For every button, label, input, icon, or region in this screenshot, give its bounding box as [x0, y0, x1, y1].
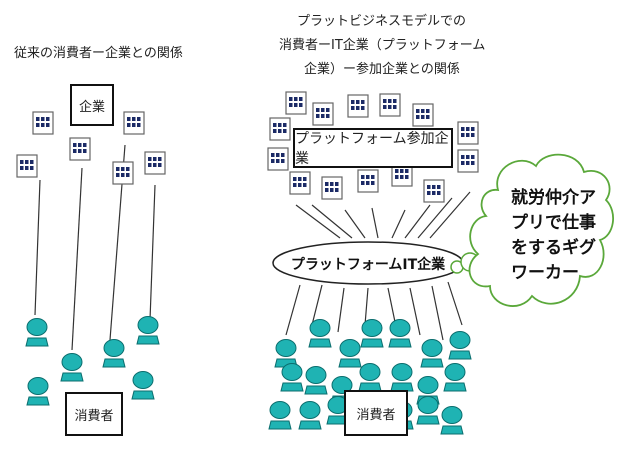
upper-connector-line [311, 204, 353, 239]
building-icon [357, 169, 379, 193]
right-panel-title-line-1: プラットビジネスモデルでの [297, 14, 467, 29]
person-icon [308, 319, 332, 348]
building-icon [423, 179, 445, 203]
person-icon [26, 377, 50, 406]
person-icon [358, 363, 382, 392]
lower-connector-line [387, 287, 396, 323]
left-company-box: 企業 [70, 84, 114, 126]
building-icon [69, 137, 91, 161]
building-icon [379, 93, 401, 117]
building-icon [112, 161, 134, 185]
participant-companies-box: プラットフォーム参加企業 [293, 128, 453, 168]
person-icon [298, 401, 322, 430]
right-panel-title-line-2: 消費者ーIT企業（プラットフォーム [279, 38, 486, 53]
person-icon [440, 406, 464, 435]
building-icon [457, 149, 479, 173]
gig-worker-line-3: をするギグ [511, 238, 596, 258]
person-icon [420, 339, 444, 368]
gig-worker-line-4: ワーカー [511, 263, 579, 283]
left-consumer-box: 消費者 [65, 392, 123, 436]
person-icon [136, 316, 160, 345]
upper-connector-line [371, 207, 379, 239]
building-icon [123, 111, 145, 135]
lower-connector-line [364, 287, 369, 326]
person-icon [338, 339, 362, 368]
upper-connector-line [404, 204, 431, 239]
lower-connector-line [337, 287, 345, 333]
left-connector-line [71, 167, 83, 351]
person-icon [102, 339, 126, 368]
gig-worker-line-1: 就労仲介ア [511, 188, 596, 208]
right-consumer-box: 消費者 [344, 390, 408, 436]
building-icon [412, 103, 434, 127]
building-icon [32, 111, 54, 135]
person-icon [388, 319, 412, 348]
gig-worker-line-2: プリで仕事 [511, 213, 596, 233]
person-icon [304, 366, 328, 395]
gig-worker-cloud [468, 153, 614, 307]
platform-it-company-label: プラットフォームIT企業 [290, 257, 446, 273]
lower-connector-line [447, 281, 463, 326]
lower-connector-line [285, 284, 301, 336]
building-icon [289, 171, 311, 195]
person-icon [60, 353, 84, 382]
person-icon [416, 396, 440, 425]
building-icon [267, 147, 289, 171]
upper-connector-line [295, 204, 341, 239]
right-panel-title-line-3: 企業）ー参加企業との関係 [304, 62, 460, 77]
person-icon [390, 363, 414, 392]
gig-worker-callout-text: 就労仲介ア プリで仕事 をするギグ ワーカー [511, 186, 596, 286]
upper-connector-line [344, 209, 366, 239]
building-icon [321, 176, 343, 200]
building-icon [457, 121, 479, 145]
lower-connector-line [431, 285, 444, 341]
left-connector-line [149, 184, 156, 321]
building-icon [285, 91, 307, 115]
person-icon [443, 363, 467, 392]
lower-connector-line [409, 287, 421, 336]
left-connector-line [34, 179, 41, 316]
person-icon [280, 363, 304, 392]
person-icon [326, 396, 350, 425]
upper-connector-line [417, 197, 453, 239]
lower-connector-line [311, 284, 323, 326]
building-icon [391, 163, 413, 187]
upper-connector-line [429, 191, 471, 239]
building-icon [312, 102, 334, 126]
person-icon [360, 319, 384, 348]
left-panel-title: 従来の消費者ー企業との関係 [14, 46, 183, 61]
person-icon [448, 331, 472, 360]
person-icon [25, 318, 49, 347]
person-icon [131, 371, 155, 400]
person-icon [268, 401, 292, 430]
person-icon [274, 339, 298, 368]
building-icon [16, 154, 38, 178]
building-icon [144, 151, 166, 175]
building-icon [269, 117, 291, 141]
upper-connector-line [391, 209, 406, 239]
building-icon [347, 94, 369, 118]
